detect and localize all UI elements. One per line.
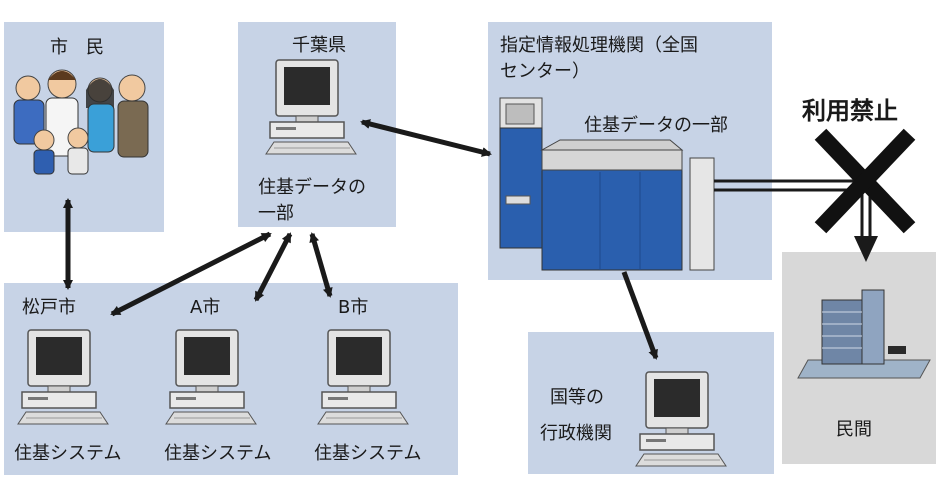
chiba-b-city-arrow	[309, 232, 333, 298]
private-arrowhead	[854, 236, 878, 262]
private-label: 民間	[836, 419, 872, 440]
center-data-label: 住基データの一部	[584, 115, 728, 136]
municipality-name-b-city: B市	[338, 297, 369, 318]
municipality-name-a-city: A市	[190, 297, 221, 318]
center-title-line2: センター）	[500, 61, 590, 82]
a-city-computer-icon	[165, 329, 257, 425]
center-title-line1: 指定情報処理機関（全国	[500, 35, 698, 56]
chiba-matsudo-arrow	[110, 231, 272, 317]
matsudo-computer-icon	[17, 329, 109, 425]
prohibited-x-icon	[814, 128, 916, 234]
chiba-data-label-line2: 一部	[258, 203, 294, 224]
national-label-line1: 国等の	[550, 387, 604, 408]
mainframe-server-image	[499, 97, 715, 271]
national-label-line2: 行政機関	[540, 423, 612, 444]
private-building-image	[797, 289, 931, 379]
system-label-matsudo: 住基システム	[14, 443, 122, 464]
citizens-label: 市 民	[50, 37, 104, 58]
municipality-name-matsudo: 松戸市	[22, 297, 76, 318]
chiba-label: 千葉県	[292, 35, 346, 56]
chiba-computer-icon	[265, 59, 357, 155]
system-label-b-city: 住基システム	[314, 443, 422, 464]
b-city-computer-icon	[317, 329, 409, 425]
chiba-a-city-arrow	[253, 232, 293, 302]
national-agency-computer-icon	[635, 371, 727, 467]
chiba-data-label-line1: 住基データの	[258, 177, 366, 198]
center-national-arrow	[621, 271, 659, 360]
chiba-center-arrow	[360, 119, 492, 157]
system-label-a-city: 住基システム	[164, 443, 272, 464]
citizens-family-image	[13, 69, 149, 175]
prohibited-label: 利用禁止	[802, 97, 898, 125]
